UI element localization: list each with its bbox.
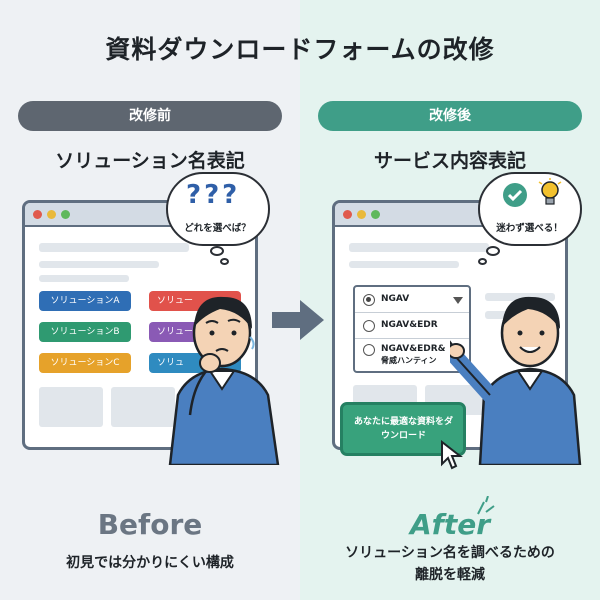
- close-dot-icon: [343, 209, 352, 219]
- placeholder-block: [39, 387, 103, 427]
- confident-thought-bubble: 迷わず選べる！: [478, 172, 582, 246]
- option-label-group: NGAV&EDR& 脅威ハンティン: [381, 344, 446, 366]
- minimize-dot-icon: [47, 209, 56, 219]
- after-heading: サービス内容表記: [373, 150, 526, 172]
- bubble-tail: [220, 258, 229, 265]
- divider: [355, 312, 469, 313]
- bubble-text: 迷わず選べる！: [496, 223, 563, 234]
- option-label: NGAV&EDR&: [381, 344, 446, 354]
- placeholder-line: [349, 261, 459, 268]
- option-label: NGAV&EDR: [381, 320, 438, 330]
- radio-icon: [363, 320, 375, 332]
- placeholder-line: [39, 261, 159, 268]
- before-label: Before: [97, 508, 203, 541]
- dropdown-caret-icon: [453, 297, 463, 304]
- arrow-right-icon: [272, 300, 324, 340]
- download-button-label: あなたに最適な資料をダウンロード: [353, 417, 453, 441]
- radio-icon: [363, 344, 375, 356]
- bubble-tail: [486, 246, 500, 256]
- placeholder-line: [485, 293, 555, 301]
- placeholder-block: [111, 387, 175, 427]
- dropdown-option[interactable]: NGAV&EDR& 脅威ハンティン: [363, 344, 446, 366]
- check-icon: [503, 183, 527, 207]
- bubble-text: どれを選べば？: [184, 223, 251, 234]
- bubble-tail: [478, 258, 487, 265]
- maximize-dot-icon: [371, 209, 380, 219]
- placeholder-line: [349, 243, 489, 252]
- after-pill: 改修後: [318, 101, 582, 131]
- divider: [355, 338, 469, 339]
- placeholder-line: [39, 243, 189, 252]
- happy-person-illustration: [450, 296, 582, 465]
- question-marks-icon: ???: [186, 180, 241, 210]
- radio-selected-icon: [363, 294, 375, 306]
- sparkle-icon: [477, 496, 495, 515]
- cursor-icon: [441, 440, 463, 470]
- confused-person-illustration: [168, 296, 280, 465]
- option-label: NGAV: [381, 294, 410, 304]
- placeholder-line: [39, 275, 129, 282]
- after-caption-line-2: 離脱を軽減: [415, 567, 485, 583]
- dropdown-option-selected[interactable]: NGAV: [363, 294, 409, 306]
- before-pill: 改修前: [18, 101, 282, 131]
- solution-c-button[interactable]: ソリューションC: [39, 353, 131, 373]
- page-title: 資料ダウンロードフォームの改修: [105, 35, 495, 64]
- dropdown-option[interactable]: NGAV&EDR: [363, 320, 438, 332]
- before-caption: 初見では分かりにくい構成: [66, 555, 234, 571]
- minimize-dot-icon: [357, 209, 366, 219]
- close-dot-icon: [33, 209, 42, 219]
- solution-a-button[interactable]: ソリューションA: [39, 291, 131, 311]
- solution-b-button[interactable]: ソリューションB: [39, 322, 131, 342]
- before-heading: ソリューション名表記: [55, 150, 245, 172]
- service-dropdown[interactable]: NGAV NGAV&EDR NGAV&EDR& 脅威ハンティン: [353, 285, 471, 373]
- after-caption-line-1: ソリューション名を調べるための: [345, 545, 555, 561]
- confused-thought-bubble: ??? どれを選べば？: [166, 172, 270, 246]
- option-sublabel: 脅威ハンティン: [381, 356, 437, 365]
- lightbulb-icon: [538, 178, 562, 205]
- after-label: After: [409, 508, 491, 541]
- after-caption: ソリューション名を調べるための 離脱を軽減: [300, 542, 600, 586]
- maximize-dot-icon: [61, 209, 70, 219]
- bubble-tail: [210, 246, 224, 256]
